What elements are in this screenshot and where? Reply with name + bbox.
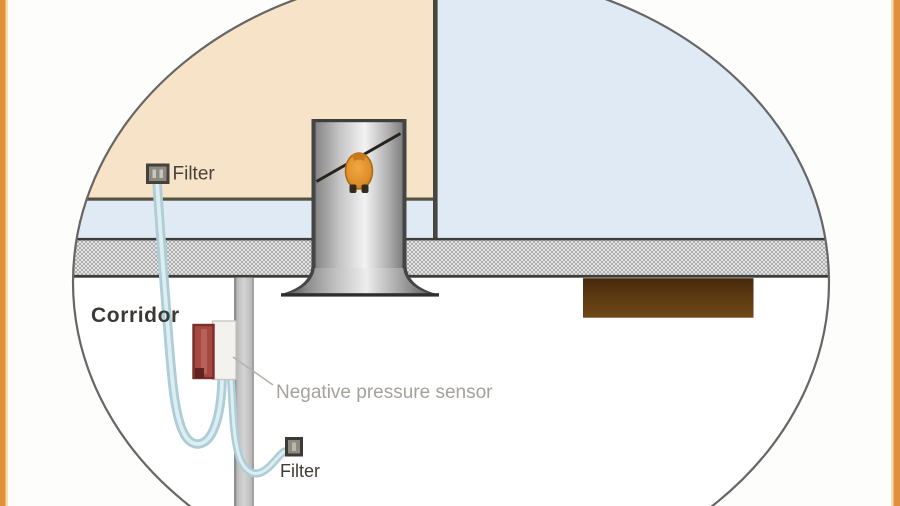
svg-text:Negative pressure sensor: Negative pressure sensor — [276, 382, 493, 403]
svg-text:Filter: Filter — [173, 164, 216, 185]
svg-text:Corridor: Corridor — [91, 304, 180, 327]
svg-text:Filter: Filter — [280, 461, 320, 481]
